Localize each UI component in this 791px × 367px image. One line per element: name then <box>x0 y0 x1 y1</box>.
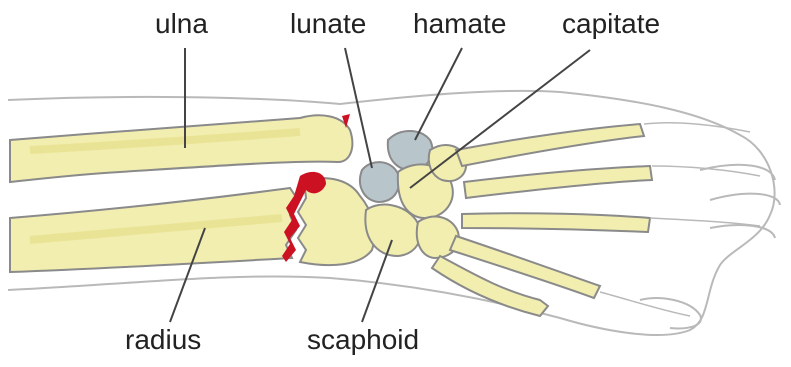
hand-bones <box>432 124 652 316</box>
carpal-bones <box>360 131 466 258</box>
label-capitate: capitate <box>562 10 660 38</box>
capitate-leader <box>410 50 590 188</box>
label-lunate: lunate <box>290 10 366 38</box>
label-scaphoid: scaphoid <box>307 326 419 354</box>
lunate-bone <box>360 162 399 202</box>
label-ulna: ulna <box>155 10 208 38</box>
label-radius: radius <box>125 326 201 354</box>
label-hamate: hamate <box>413 10 506 38</box>
